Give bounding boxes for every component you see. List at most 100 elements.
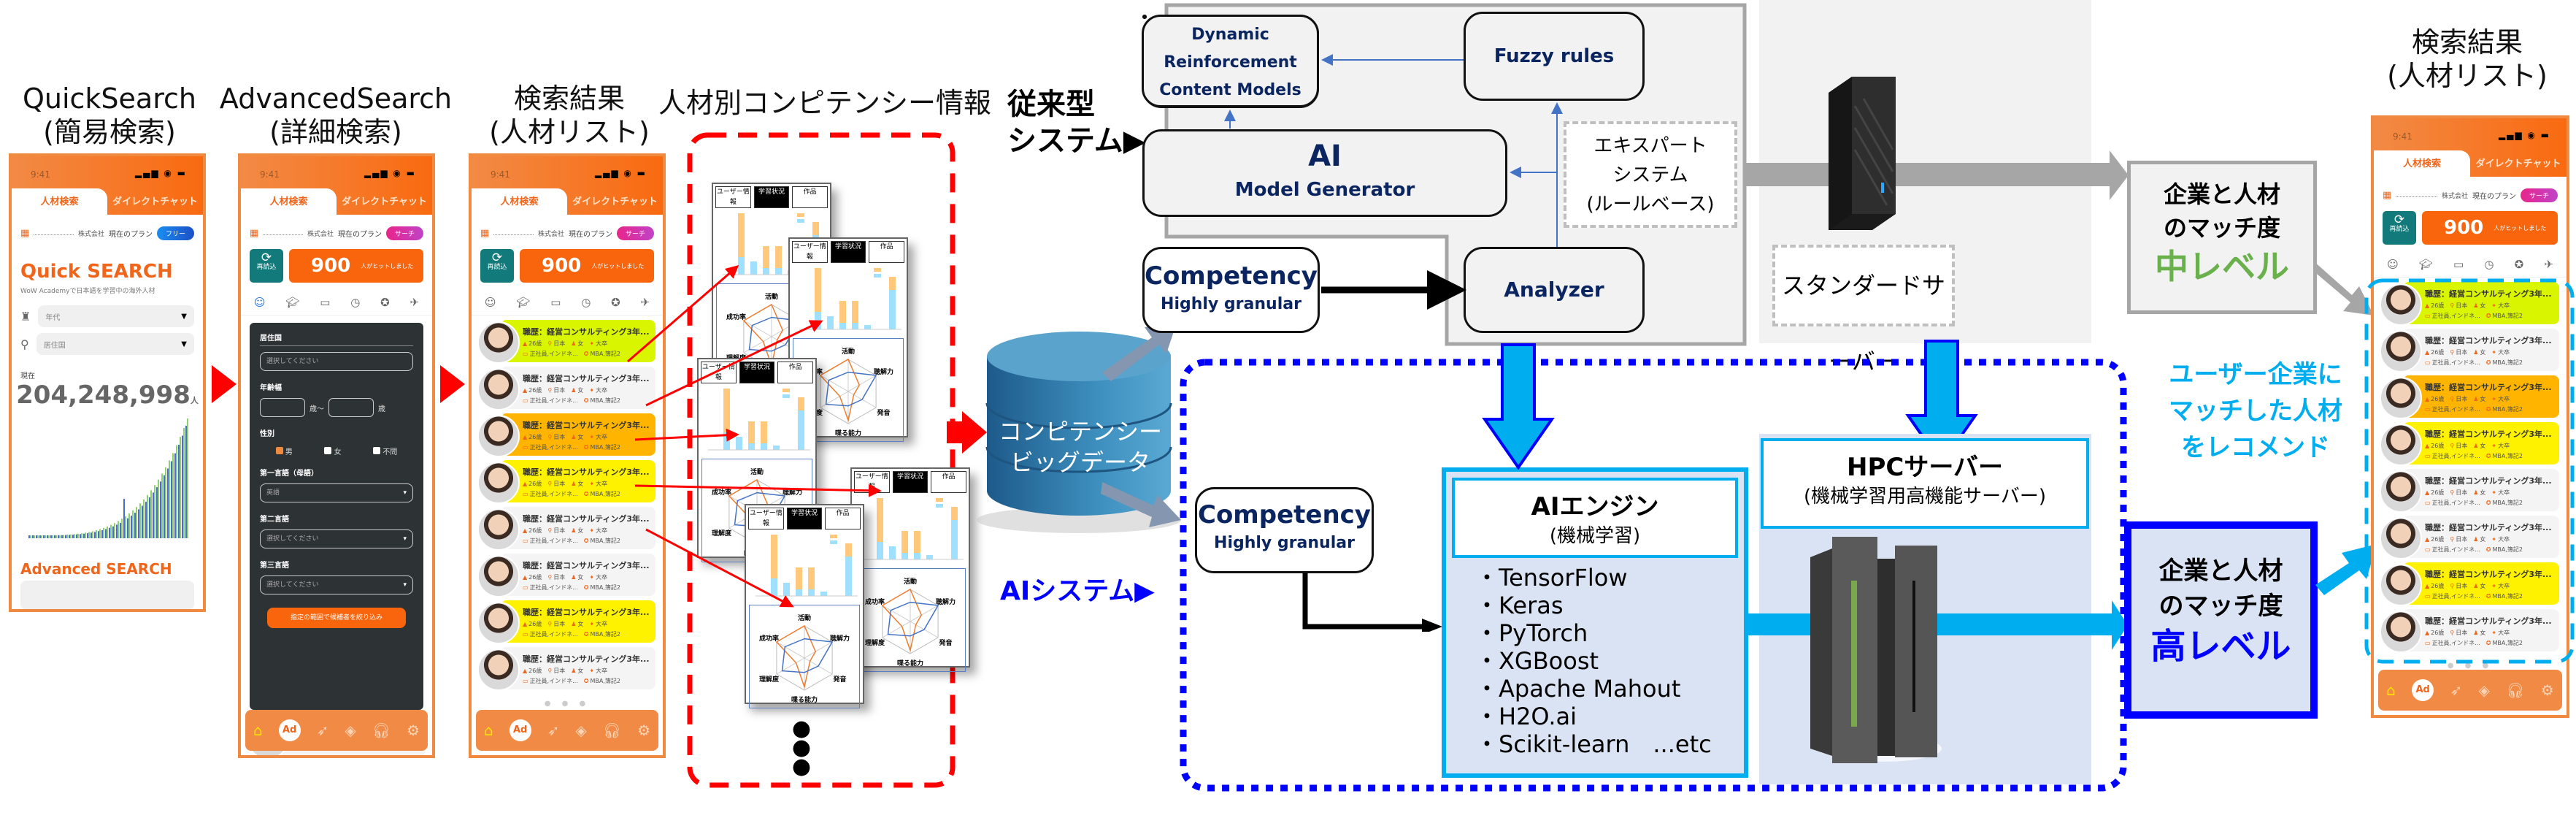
talent-card[interactable]: 職歴：経営コンサルティング3年...▲26歳 ⚲日本 ♟女 ✦大卒▭正社員,イン… xyxy=(2380,375,2559,419)
tab-talent-search[interactable]: 人材検索 xyxy=(2374,150,2470,178)
home-icon[interactable]: ⌂ xyxy=(2386,681,2396,699)
plan-badge[interactable]: サーチ xyxy=(616,226,654,240)
age-to-input[interactable] xyxy=(328,398,374,417)
talent-card[interactable]: 職歴：経営コンサルティング3年...▲26歳 ⚲日本 ♟女 ✦大卒▭正社員,イン… xyxy=(477,554,655,597)
talent-card[interactable]: 職歴：経営コンサルティング3年...▲26歳 ⚲日本 ♟女 ✦大卒▭正社員,イン… xyxy=(477,507,655,551)
category-qualification-icon[interactable]: ✪ xyxy=(611,296,620,309)
age-from-input[interactable] xyxy=(260,398,305,417)
gear-icon[interactable]: ⚙ xyxy=(407,722,420,739)
category-qualification-icon[interactable]: ✪ xyxy=(2514,258,2524,271)
card-tab[interactable]: 学習状況 xyxy=(830,241,866,263)
category-basic-icon[interactable]: ☺ xyxy=(2387,258,2399,271)
high-match-box: 企業と人材 のマッチ度 高レベル xyxy=(2124,521,2318,719)
tab-talent-search[interactable]: 人材検索 xyxy=(12,188,107,216)
headphones-icon[interactable]: 🎧︎ xyxy=(372,722,391,739)
category-basic-icon[interactable]: ☺ xyxy=(484,296,496,309)
residence-select[interactable]: 選択してください xyxy=(260,352,413,371)
talent-card[interactable]: 職歴：経営コンサルティング3年...▲26歳 ⚲日本 ♟女 ✦大卒▭正社員,イン… xyxy=(2380,469,2559,513)
category-hours-icon[interactable]: ◷ xyxy=(2484,258,2494,271)
lang2-select[interactable]: 選択してください▾ xyxy=(260,529,413,548)
category-career-icon[interactable]: ▭ xyxy=(320,296,331,309)
card-tab[interactable]: ユーザー情報 xyxy=(854,471,890,493)
talent-card[interactable]: 職歴：経営コンサルティング3年...▲26歳 ⚲日本 ♟女 ✦大卒▭正社員,イン… xyxy=(477,460,655,504)
plan-badge[interactable]: サーチ xyxy=(2520,188,2558,202)
gender-option: 不問 xyxy=(382,448,398,456)
card-tab[interactable]: 作品 xyxy=(777,362,814,383)
card-tab[interactable]: ユーザー情報 xyxy=(701,362,737,383)
home-icon[interactable]: ⌂ xyxy=(253,722,263,739)
talent-card[interactable]: 職歴：経営コンサルティング3年...▲26歳 ⚲日本 ♟女 ✦大卒▭正社員,イン… xyxy=(2380,562,2559,606)
tab-talent-search[interactable]: 人材検索 xyxy=(472,188,567,216)
tab-talent-search[interactable]: 人材検索 xyxy=(241,188,337,216)
gender-male-checkbox[interactable]: 男 xyxy=(275,445,293,456)
category-visa-icon[interactable]: ✈ xyxy=(2544,258,2553,271)
card-tab[interactable]: ユーザー情報 xyxy=(792,241,828,263)
gender-any-checkbox[interactable]: 不問 xyxy=(373,445,397,456)
card-tab[interactable]: 作品 xyxy=(931,471,967,493)
category-education-icon[interactable]: 🎓︎ xyxy=(2418,258,2433,271)
talent-card[interactable]: 職歴：経営コンサルティング3年...▲26歳 ⚲日本 ♟女 ✦大卒▭正社員,イン… xyxy=(477,367,655,410)
card-tab[interactable]: ユーザー情報 xyxy=(748,508,784,529)
handshake-icon[interactable]: ◈ xyxy=(2478,681,2490,699)
category-education-icon[interactable]: 🎓︎ xyxy=(285,296,300,309)
certificate-icon: ✪ xyxy=(583,444,589,451)
rocket-icon[interactable]: ➶ xyxy=(2450,681,2463,699)
talent-card[interactable]: 職歴：経営コンサルティング3年...▲26歳 ⚲日本 ♟女 ✦大卒▭正社員,イン… xyxy=(477,600,655,644)
ad-icon[interactable]: Ad xyxy=(509,719,531,741)
home-icon[interactable]: ⌂ xyxy=(483,722,493,739)
lang3-select[interactable]: 選択してください▾ xyxy=(260,575,413,594)
category-career-icon[interactable]: ▭ xyxy=(2453,258,2464,271)
gear-icon[interactable]: ⚙ xyxy=(2540,681,2554,699)
talent-card[interactable]: 職歴：経営コンサルティング3年...▲26歳 ⚲日本 ♟女 ✦大卒▭正社員,イン… xyxy=(2380,282,2559,326)
category-career-icon[interactable]: ▭ xyxy=(550,296,561,309)
tab-direct-chat[interactable]: ダイレクトチャット xyxy=(342,196,427,207)
card-tab[interactable]: 学習状況 xyxy=(786,508,823,529)
category-education-icon[interactable]: 🎓︎ xyxy=(516,296,531,309)
country-select[interactable]: 居住国▼ xyxy=(36,333,194,355)
reload-button[interactable]: ⟳再読込 xyxy=(480,249,514,283)
category-visa-icon[interactable]: ✈ xyxy=(410,296,420,309)
card-tab[interactable]: 作品 xyxy=(792,186,828,208)
card-tab[interactable]: ユーザー情報 xyxy=(715,186,751,208)
talent-card[interactable]: 職歴：経営コンサルティング3年...▲26歳 ⚲日本 ♟女 ✦大卒▭正社員,イン… xyxy=(2380,422,2559,466)
talent-card[interactable]: 職歴：経営コンサルティング3年...▲26歳 ⚲日本 ♟女 ✦大卒▭正社員,イン… xyxy=(2380,329,2559,372)
plan-badge[interactable]: サーチ xyxy=(385,226,423,240)
rocket-icon[interactable]: ➶ xyxy=(316,722,329,739)
category-visa-icon[interactable]: ✈ xyxy=(640,296,650,309)
talent-card[interactable]: 職歴：経営コンサルティング3年...▲26歳 ⚲日本 ♟女 ✦大卒▭正社員,イン… xyxy=(2380,609,2559,653)
tab-direct-chat[interactable]: ダイレクトチャット xyxy=(572,196,658,207)
talent-card[interactable]: 職歴：経営コンサルティング3年...▲26歳 ⚲日本 ♟女 ✦大卒▭正社員,イン… xyxy=(2380,516,2559,559)
headphones-icon[interactable]: 🎧︎ xyxy=(2506,681,2525,699)
category-basic-icon[interactable]: ☺ xyxy=(253,296,266,309)
age-select[interactable]: 年代▼ xyxy=(38,305,194,327)
rocket-icon[interactable]: ➶ xyxy=(547,722,560,739)
ad-icon[interactable]: Ad xyxy=(278,719,301,741)
chart-bar xyxy=(77,533,79,538)
card-tab[interactable]: 学習状況 xyxy=(739,362,775,383)
tab-direct-chat[interactable]: ダイレクトチャット xyxy=(2475,158,2561,169)
pagination-dots[interactable]: ● ● ● xyxy=(544,700,591,708)
gender-female-checkbox[interactable]: 女 xyxy=(324,445,342,456)
handshake-icon[interactable]: ◈ xyxy=(575,722,587,739)
handshake-icon[interactable]: ◈ xyxy=(345,722,356,739)
card-tab[interactable]: 作品 xyxy=(869,241,905,263)
gear-icon[interactable]: ⚙ xyxy=(637,722,651,739)
pagination-dots[interactable]: ● ● ● xyxy=(2447,662,2494,670)
card-tab[interactable]: 学習状況 xyxy=(753,186,790,208)
card-tab[interactable]: 学習状況 xyxy=(892,471,928,493)
lang1-select[interactable]: 英語▾ xyxy=(260,483,413,502)
reload-button[interactable]: ⟳再読込 xyxy=(250,249,283,283)
tab-direct-chat[interactable]: ダイレクトチャット xyxy=(112,196,198,207)
talent-card[interactable]: 職歴：経営コンサルティング3年...▲26歳 ⚲日本 ♟女 ✦大卒▭正社員,イン… xyxy=(477,413,655,457)
plan-badge[interactable]: フリー xyxy=(156,226,194,240)
category-hours-icon[interactable]: ◷ xyxy=(350,296,361,309)
talent-card[interactable]: 職歴：経営コンサルティング3年...▲26歳 ⚲日本 ♟女 ✦大卒▭正社員,イン… xyxy=(477,647,655,691)
ad-icon[interactable]: Ad xyxy=(2412,679,2434,701)
card-tab[interactable]: 作品 xyxy=(825,508,861,529)
filter-submit-button[interactable]: 指定の範囲で候補者を絞り込み xyxy=(267,608,406,628)
reload-button[interactable]: ⟳再読込 xyxy=(2383,211,2416,245)
category-qualification-icon[interactable]: ✪ xyxy=(380,296,390,309)
category-hours-icon[interactable]: ◷ xyxy=(581,296,591,309)
headphones-icon[interactable]: 🎧︎ xyxy=(602,722,622,739)
talent-card[interactable]: 職歴：経営コンサルティング3年...▲26歳 ⚲日本 ♟女 ✦大卒▭正社員,イン… xyxy=(477,320,655,364)
